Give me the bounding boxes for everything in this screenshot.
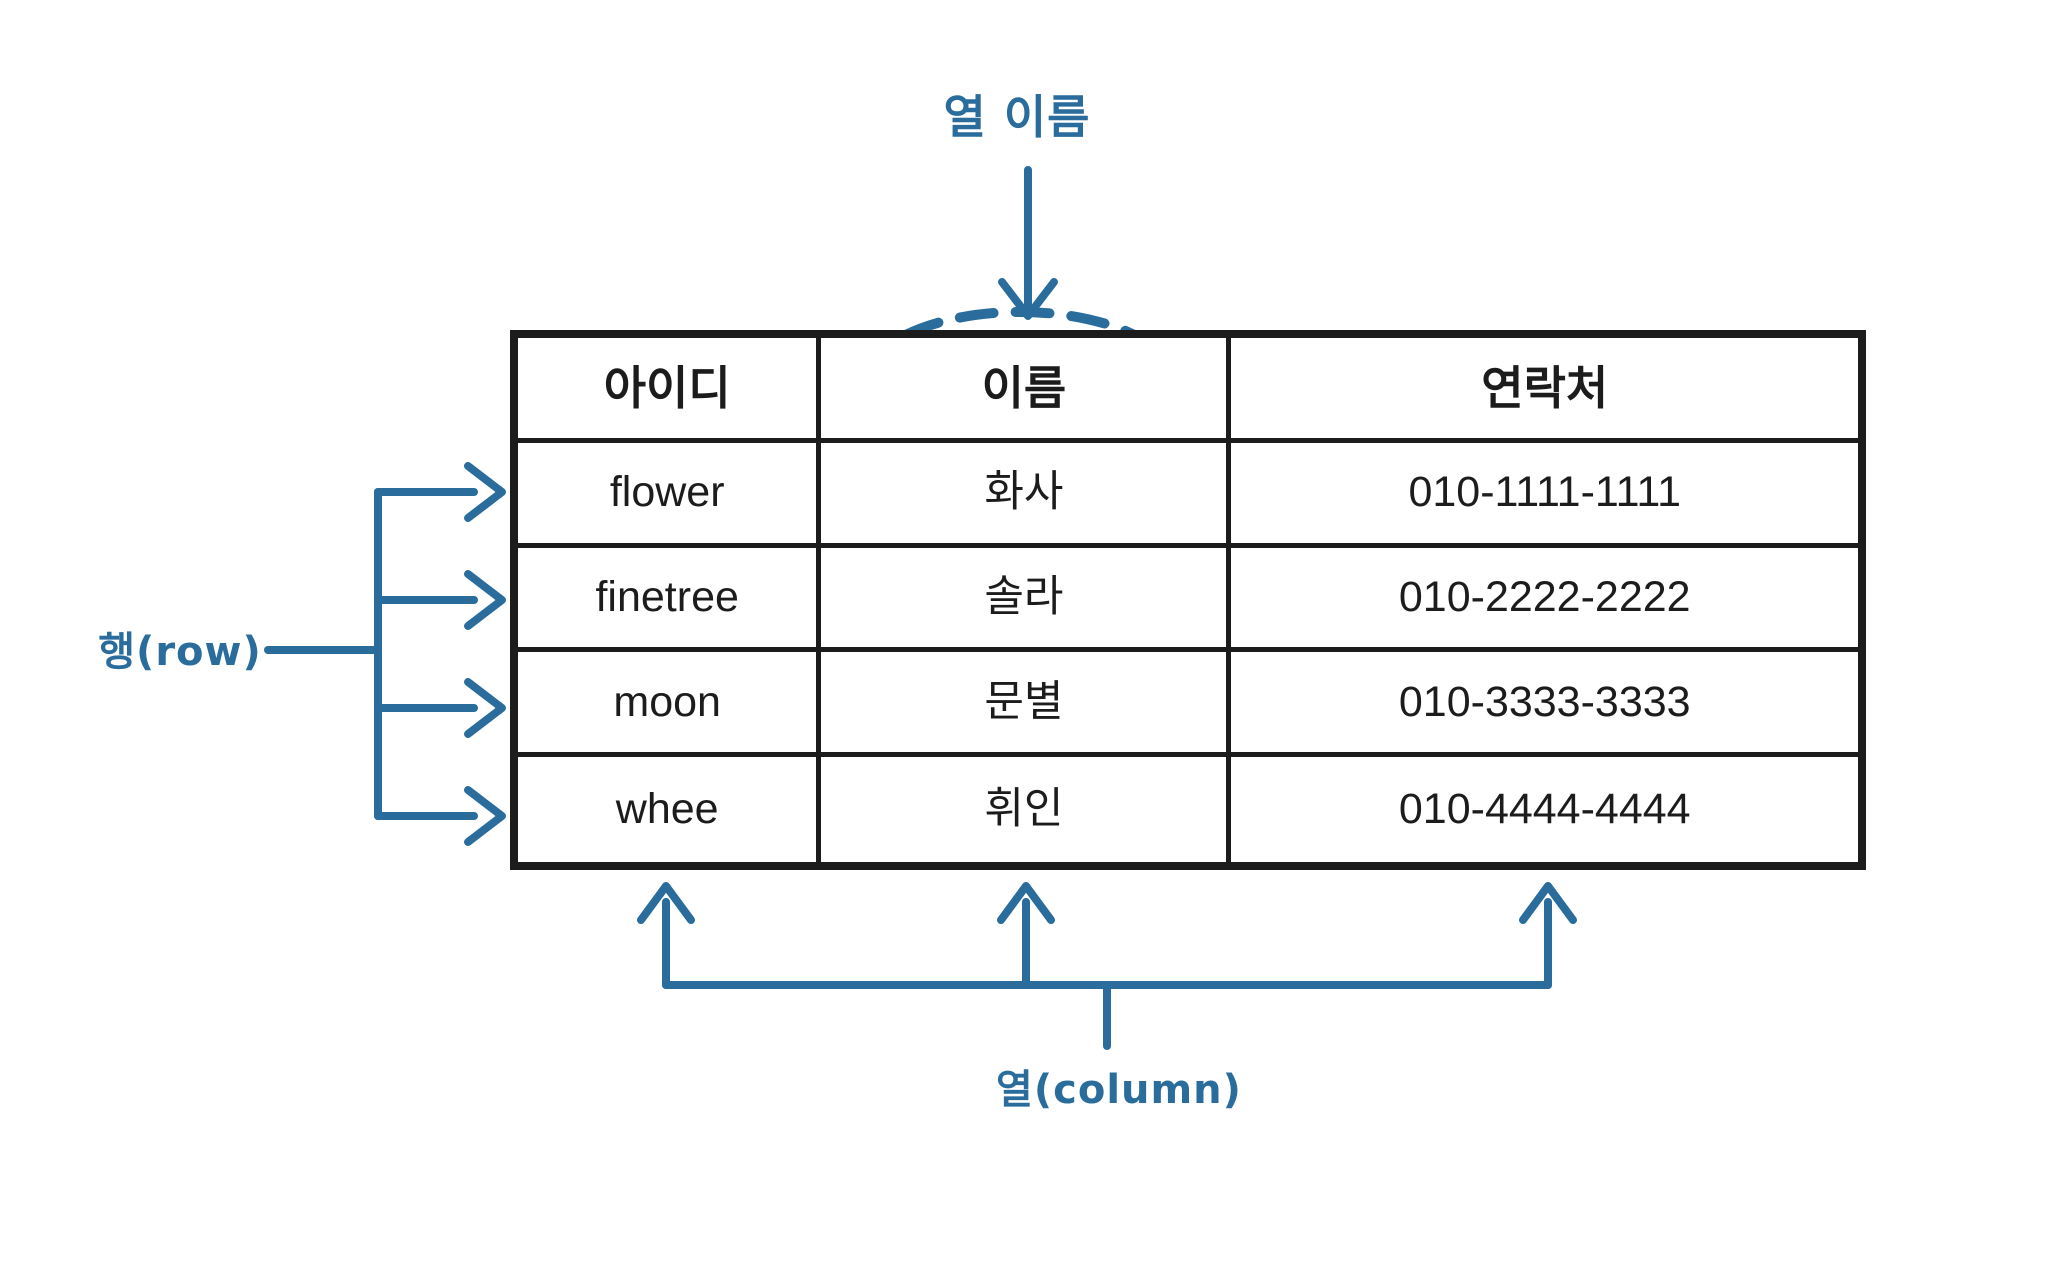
header-cell-name: 이름 bbox=[821, 338, 1232, 443]
member-table: 아이디 이름 연락처 flower 화사 010-1111-1111 finet… bbox=[510, 330, 1866, 870]
cell-row2-name: 솔라 bbox=[821, 547, 1232, 653]
row-arrowhead-3 bbox=[464, 678, 506, 738]
column-arrowhead-2 bbox=[997, 882, 1055, 924]
cell-row1-contact: 010-1111-1111 bbox=[1231, 443, 1858, 548]
cell-row1-name: 화사 bbox=[821, 442, 1232, 548]
cell-row3-id: moon bbox=[518, 652, 822, 758]
cell-row1-id: flower bbox=[518, 442, 822, 548]
row-label: 행(row) bbox=[98, 629, 262, 675]
row-arrowhead-1 bbox=[464, 462, 506, 522]
column-name-label: 열 이름 bbox=[943, 90, 1091, 144]
cell-row2-contact: 010-2222-2222 bbox=[1231, 548, 1858, 653]
row-arrowhead-2 bbox=[464, 570, 506, 630]
cell-row4-contact: 010-4444-4444 bbox=[1398, 785, 1691, 834]
cell-row4-name: 휘인 bbox=[821, 757, 1232, 862]
cell-row2-id: finetree bbox=[518, 547, 822, 653]
cell-row4-id: whee bbox=[518, 757, 822, 862]
column-arrowhead-3 bbox=[1519, 882, 1577, 924]
cell-row3-contact: 010-3333-3333 bbox=[1231, 652, 1858, 758]
column-label: 열(column) bbox=[996, 1067, 1242, 1113]
cell-row3-name: 문별 bbox=[821, 652, 1232, 758]
header-cell-id: 아이디 bbox=[518, 338, 822, 443]
header-cell-contact: 연락처 bbox=[1231, 338, 1858, 443]
column-arrowhead-1 bbox=[637, 882, 695, 924]
row-arrowhead-4 bbox=[464, 786, 506, 846]
